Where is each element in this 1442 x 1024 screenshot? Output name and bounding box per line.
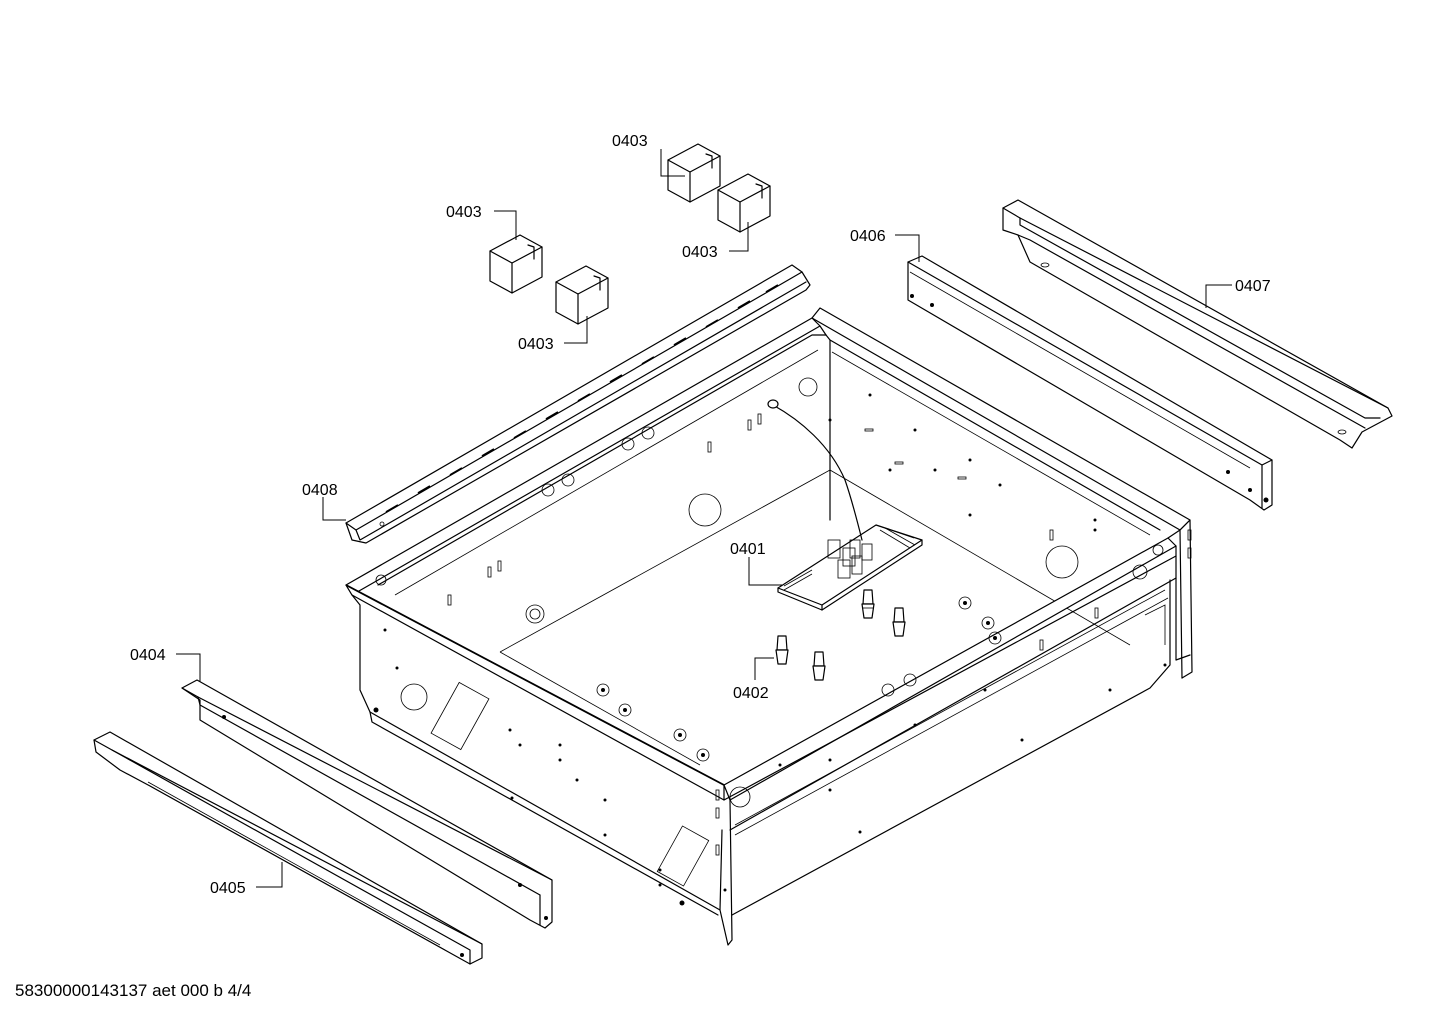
chassis-box	[345, 307, 1193, 946]
rail-0405	[93, 731, 483, 965]
rail-0408	[345, 264, 811, 544]
wire-terminal	[767, 399, 779, 409]
control-board	[777, 524, 923, 611]
callout-label: 0407	[1235, 278, 1271, 295]
callout-label: 0403	[446, 204, 482, 221]
callout-label: 0403	[682, 244, 718, 261]
callout-label: 0401	[730, 541, 766, 558]
rail-0406	[907, 255, 1273, 511]
callout-label: 0406	[850, 228, 886, 245]
callout-labels: 0403 0403 0403 0403 0406 0407 0408 0401 …	[130, 133, 1271, 897]
mounting-clips	[489, 143, 771, 325]
callout-label: 0402	[733, 685, 769, 702]
document-id: 58300000143137 aet 000 b 4/4	[15, 981, 252, 1000]
leader-lines	[176, 149, 1232, 888]
callout-label: 0404	[130, 647, 166, 664]
callout-label: 0403	[612, 133, 648, 150]
callout-label: 0408	[302, 482, 338, 499]
pcb-standoffs	[775, 589, 906, 681]
wire-cable	[772, 404, 863, 541]
callout-label: 0403	[518, 336, 554, 353]
callout-label: 0405	[210, 880, 246, 897]
rail-0404	[181, 679, 553, 929]
rail-0407	[1002, 199, 1393, 449]
